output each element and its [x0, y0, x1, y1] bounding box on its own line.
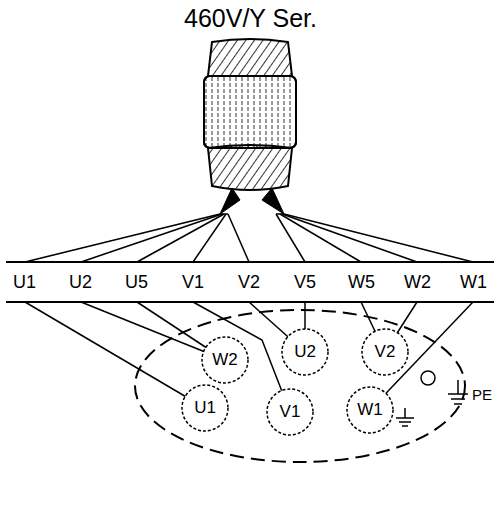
- pe-label: PE: [472, 386, 492, 403]
- label-bar: [6, 261, 494, 263]
- lead-name: V5: [294, 272, 316, 293]
- lead-fan: [25, 214, 473, 262]
- lead-name: U1: [13, 272, 36, 293]
- terminal-label: U1: [181, 384, 229, 432]
- lead-name: V1: [182, 272, 204, 293]
- terminal-circle: V1: [266, 388, 314, 436]
- lead-name: V2: [238, 272, 260, 293]
- terminal-label: W2: [201, 336, 249, 384]
- terminal-label: W1: [346, 386, 394, 434]
- ground-stud: [396, 371, 435, 426]
- terminal-circle: V2: [361, 328, 409, 376]
- terminal-label: V2: [361, 328, 409, 376]
- pe-ground-symbol: [448, 380, 468, 404]
- stator-illustration: [204, 39, 296, 214]
- lead-name: W1: [460, 272, 487, 293]
- lead-name: U2: [69, 272, 92, 293]
- terminal-circle: W1: [346, 386, 394, 434]
- diagram-title: 460V/Y Ser.: [184, 4, 317, 33]
- lead-name: U5: [125, 272, 148, 293]
- lead-name: W2: [404, 272, 431, 293]
- lead-wires: [25, 302, 473, 412]
- terminal-label: V1: [266, 388, 314, 436]
- terminal-circle: U2: [281, 328, 329, 376]
- terminal-label: U2: [281, 328, 329, 376]
- terminal-circle: U1: [181, 384, 229, 432]
- lead-name: W5: [348, 272, 375, 293]
- terminal-circle: W2: [201, 336, 249, 384]
